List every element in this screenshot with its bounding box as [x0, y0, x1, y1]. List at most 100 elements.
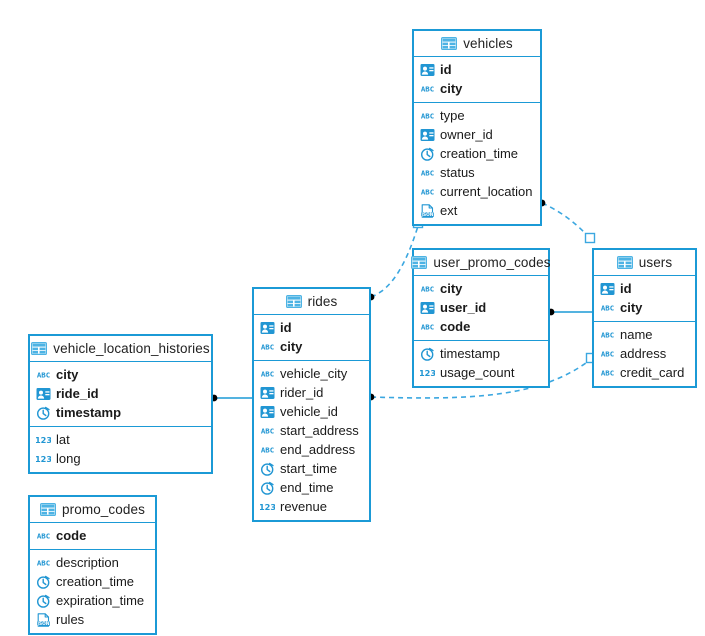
field-row[interactable]: owner_id — [414, 125, 540, 144]
clock-icon — [36, 575, 51, 589]
abc-icon: ABC — [420, 166, 435, 180]
123-icon: 123 — [36, 452, 51, 466]
id-card-icon — [420, 128, 435, 142]
abc-icon: ABC — [260, 367, 275, 381]
id-card-icon — [600, 282, 615, 296]
field-row[interactable]: ABC city — [30, 365, 211, 384]
field-row[interactable]: expiration_time — [30, 591, 155, 610]
field-name: id — [440, 62, 452, 77]
field-name: city — [56, 367, 79, 382]
field-row[interactable]: rider_id — [254, 383, 369, 402]
field-name: city — [620, 300, 643, 315]
table-grid-icon — [31, 342, 48, 355]
json-document-icon: JSON — [420, 203, 435, 218]
field-row[interactable]: ABC name — [594, 325, 695, 344]
field-name: id — [620, 281, 632, 296]
field-name: name — [620, 327, 653, 342]
field-name: lat — [56, 432, 70, 447]
svg-text:123: 123 — [260, 502, 275, 512]
abc-icon: ABC — [36, 368, 51, 382]
table-header-vehicle_location_histories[interactable]: vehicle_location_histories — [30, 336, 211, 362]
relationship-users-user_promo_codes[interactable] — [547, 308, 592, 316]
relationship-vehicles-users[interactable] — [538, 199, 596, 244]
relationship-rides-vehicle_location_histories[interactable] — [210, 394, 252, 402]
field-row[interactable]: JSON rules — [30, 610, 155, 629]
abc-icon: ABC — [420, 109, 435, 123]
field-name: rules — [56, 612, 85, 627]
clock-icon — [420, 347, 435, 361]
field-row[interactable]: user_id — [414, 298, 548, 317]
field-row[interactable]: id — [254, 318, 369, 337]
abc-icon: ABC — [260, 340, 275, 354]
abc-icon: ABC — [420, 282, 435, 296]
field-row[interactable]: creation_time — [414, 144, 540, 163]
field-row[interactable]: vehicle_id — [254, 402, 369, 421]
abc-icon: ABC — [600, 366, 615, 380]
table-header-rides[interactable]: rides — [254, 289, 369, 315]
field-row[interactable]: ride_id — [30, 384, 211, 403]
field-name: end_time — [280, 480, 334, 495]
field-row[interactable]: id — [414, 60, 540, 79]
clock-icon — [36, 406, 51, 420]
clock-icon — [420, 147, 435, 161]
table-header-users[interactable]: users — [594, 250, 695, 276]
field-name: vehicle_id — [280, 404, 338, 419]
field-row[interactable]: start_time — [254, 459, 369, 478]
table-header-vehicles[interactable]: vehicles — [414, 31, 540, 57]
table-title: vehicle_location_histories — [53, 341, 210, 356]
field-name: credit_card — [620, 365, 685, 380]
field-row[interactable]: id — [594, 279, 695, 298]
field-row[interactable]: timestamp — [414, 344, 548, 363]
field-name: end_address — [280, 442, 356, 457]
svg-text:ABC: ABC — [601, 349, 614, 358]
table-header-promo_codes[interactable]: promo_codes — [30, 497, 155, 523]
123-icon: 123 — [420, 366, 435, 380]
svg-text:ABC: ABC — [261, 426, 274, 435]
field-name: city — [440, 81, 463, 96]
relationship-line — [541, 202, 591, 239]
field-row[interactable]: timestamp — [30, 403, 211, 422]
target-one-marker-icon — [584, 232, 596, 244]
svg-text:ABC: ABC — [421, 322, 434, 331]
table-grid-icon — [285, 295, 302, 308]
field-row[interactable]: end_time — [254, 478, 369, 497]
123-icon: 123 — [260, 500, 275, 514]
id-card-icon — [420, 63, 435, 77]
table-header-user_promo_codes[interactable]: user_promo_codes — [411, 250, 550, 276]
abc-icon: ABC — [420, 320, 435, 334]
field-row[interactable]: ABC credit_card — [594, 363, 695, 382]
svg-text:ABC: ABC — [601, 330, 614, 339]
field-row[interactable]: creation_time — [30, 572, 155, 591]
id-card-icon — [260, 405, 275, 419]
svg-text:JSON: JSON — [36, 621, 49, 627]
